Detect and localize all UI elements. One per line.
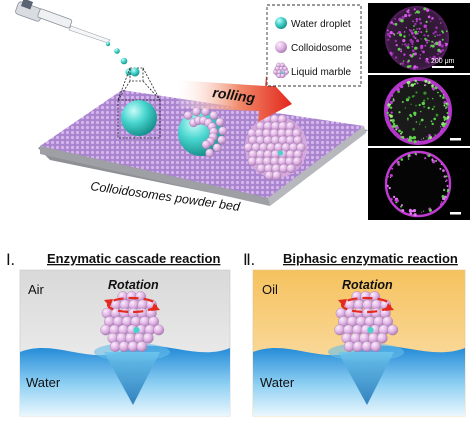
panel-2-top-phase: Oil [262, 282, 278, 297]
colloidosome-icon [275, 41, 287, 53]
panel-2: Ⅱ. Biphasic enzymatic reaction Rotation … [243, 251, 466, 417]
scale-bar-label: 200 μm [431, 58, 455, 65]
panel-1-bottom-phase: Water [26, 375, 61, 390]
micrograph-1: 200 μm [368, 3, 470, 73]
rolling-label: rolling [212, 84, 257, 106]
panel-1: Ⅰ. Enzymatic cascade reaction Rotation A… [6, 251, 231, 417]
panel-1-rotation-label: Rotation [108, 278, 159, 292]
panel-2-title: Biphasic enzymatic reaction [283, 251, 458, 266]
panel-2-rotation-label: Rotation [342, 278, 393, 292]
water-droplet-icon [275, 17, 287, 29]
partially-coated-droplet [178, 107, 228, 158]
legend: Water droplet Colloidosome Liquid marble [266, 4, 362, 87]
panel-2-numeral: Ⅱ. [243, 252, 255, 269]
droplet-on-bed [117, 67, 161, 139]
rolling-arrow: rolling [175, 76, 292, 122]
scale-bar [432, 66, 454, 68]
panel-1-title: Enzymatic cascade reaction [47, 251, 220, 266]
liquid-marble-panel-2 [334, 291, 399, 352]
liquid-marble-on-bed [244, 114, 307, 181]
legend-colloidosome-label: Colloidosome [291, 43, 352, 54]
micrograph-2 [368, 75, 470, 146]
panel-1-numeral: Ⅰ. [6, 252, 15, 269]
falling-droplets [105, 41, 133, 76]
legend-marble-label: Liquid marble [291, 67, 351, 78]
panel-2-bottom-phase: Water [260, 375, 295, 390]
pipette [15, 0, 111, 44]
micrograph-3 [368, 148, 470, 220]
legend-water-label: Water droplet [291, 19, 351, 30]
liquid-marble-icon [272, 62, 289, 79]
panel-1-top-phase: Air [28, 282, 45, 297]
